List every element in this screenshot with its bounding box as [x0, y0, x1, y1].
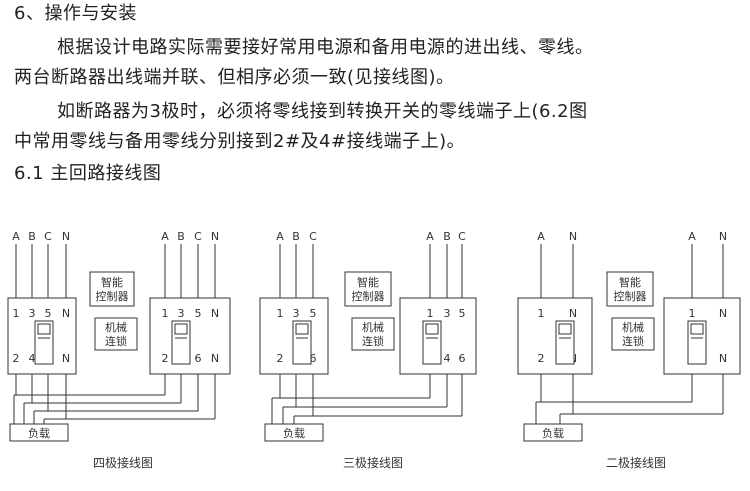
load-label: 负载 [283, 426, 305, 440]
breaker-left-switch-handle [37, 323, 51, 335]
terminal-top-right: N [211, 307, 219, 320]
terminal-top-left: 3 [293, 307, 300, 320]
load-box [264, 423, 324, 442]
phase-label-left: C [44, 230, 52, 243]
phase-label-left: B [292, 230, 300, 243]
terminal-bottom-right: 6 [195, 352, 202, 365]
controller-label-line-2: 控制器 [614, 289, 647, 303]
phase-label-right: A [161, 230, 169, 243]
terminal-top-right: 5 [459, 307, 466, 320]
phase-label-right: N [719, 230, 727, 243]
terminal-bottom-left: N [62, 352, 70, 365]
breaker-left-switch-handle [558, 323, 572, 335]
interlock-label-line-1: 机械 [105, 320, 127, 334]
load-label: 负载 [542, 426, 564, 440]
subsection-heading: 6.1 主回路接线图 [14, 163, 162, 184]
terminal-top-right: 1 [427, 307, 434, 320]
phase-label-right: B [177, 230, 185, 243]
breaker-right-switch-handle [425, 323, 439, 335]
phase-label-right: N [211, 230, 219, 243]
mechanical-interlock-box [611, 317, 655, 351]
terminal-top-left: N [62, 307, 70, 320]
terminal-bottom-left: 4 [29, 352, 36, 365]
interlock-label-line-1: 机械 [622, 320, 644, 334]
mechanical-interlock-box [351, 317, 395, 351]
phase-label-left: A [276, 230, 284, 243]
phase-label-right: C [194, 230, 202, 243]
terminal-top-left: N [569, 307, 577, 320]
diagram-caption: 二极接线图 [606, 455, 666, 470]
terminal-top-left: 1 [13, 307, 20, 320]
terminal-bottom-left: 6 [310, 352, 317, 365]
terminal-bottom-right: N [719, 352, 727, 365]
terminal-bottom-left: 2 [538, 352, 545, 365]
mechanical-interlock-box [94, 317, 138, 351]
terminal-bottom-right: 4 [444, 352, 451, 365]
phase-label-right: A [688, 230, 696, 243]
phase-label-right: B [443, 230, 451, 243]
controller-label-line-1: 智能 [619, 275, 641, 289]
diagram-caption: 四极接线图 [93, 455, 153, 470]
breaker-right-switch-handle [174, 323, 188, 335]
interlock-label-line-2: 连锁 [105, 334, 127, 348]
terminal-top-right: 5 [195, 307, 202, 320]
controller-label-line-1: 智能 [357, 275, 379, 289]
section-heading: 6、操作与安装 [14, 3, 137, 24]
terminal-bottom-right: N [211, 352, 219, 365]
phase-label-left: A [12, 230, 20, 243]
intelligent-controller-box [606, 271, 654, 307]
terminal-top-right: 3 [178, 307, 185, 320]
terminal-top-left: 1 [538, 307, 545, 320]
intelligent-controller-box [89, 271, 135, 307]
terminal-top-right: 3 [444, 307, 451, 320]
paragraph-1-line-2: 两台断路器出线端并联、但相序必须一致(见接线图)。 [14, 67, 455, 88]
terminal-top-left: 3 [29, 307, 36, 320]
terminal-top-right: 1 [162, 307, 169, 320]
controller-label-line-2: 控制器 [352, 289, 385, 303]
controller-label-line-1: 智能 [101, 275, 123, 289]
breaker-box-left [517, 297, 593, 375]
phase-label-left: C [309, 230, 317, 243]
terminal-top-right: N [719, 307, 727, 320]
wiring-diagram-3: A12NNNA12NNN智能控制器机械连锁负载二极接线图 [517, 230, 741, 470]
load-box [523, 423, 583, 442]
intelligent-controller-box [344, 271, 392, 307]
diagram-caption: 三极接线图 [343, 455, 403, 470]
controller-label-line-2: 控制器 [96, 289, 129, 303]
phase-label-left: N [569, 230, 577, 243]
wiring-diagram-2: A12B34C56A12B34C56智能控制器机械连锁负载三极接线图 [259, 230, 477, 470]
phase-label-right: A [426, 230, 434, 243]
load-label: 负载 [28, 426, 50, 440]
interlock-label-line-2: 连锁 [622, 334, 644, 348]
paragraph-2-line-2: 中常用零线与备用零线分别接到2#及4#接线端子上)。 [14, 131, 466, 152]
phase-label-right: C [458, 230, 466, 243]
terminal-bottom-left: 2 [277, 352, 284, 365]
terminal-top-right: 1 [689, 307, 696, 320]
breaker-right-switch-handle [690, 323, 704, 335]
terminal-bottom-right: 6 [459, 352, 466, 365]
phase-label-left: A [537, 230, 545, 243]
terminal-top-left: 5 [45, 307, 52, 320]
terminal-top-left: 1 [277, 307, 284, 320]
breaker-left-switch-handle [295, 323, 309, 335]
phase-label-left: N [62, 230, 70, 243]
wiring-diagram-1: A12B34C56NNNA12B34C56NNN智能控制器机械连锁负载四极接线图 [7, 230, 231, 470]
paragraph-2-line-1: 如断路器为3极时，必须将零线接到转换开关的零线端子上(6.2图 [57, 101, 588, 122]
load-box [9, 423, 69, 442]
terminal-bottom-right: 2 [162, 352, 169, 365]
paragraph-1-line-1: 根据设计电路实际需要接好常用电源和备用电源的进出线、零线。 [57, 37, 594, 58]
terminal-bottom-left: 2 [13, 352, 20, 365]
interlock-label-line-1: 机械 [362, 320, 384, 334]
terminal-top-left: 5 [310, 307, 317, 320]
phase-label-left: B [28, 230, 36, 243]
interlock-label-line-2: 连锁 [362, 334, 384, 348]
